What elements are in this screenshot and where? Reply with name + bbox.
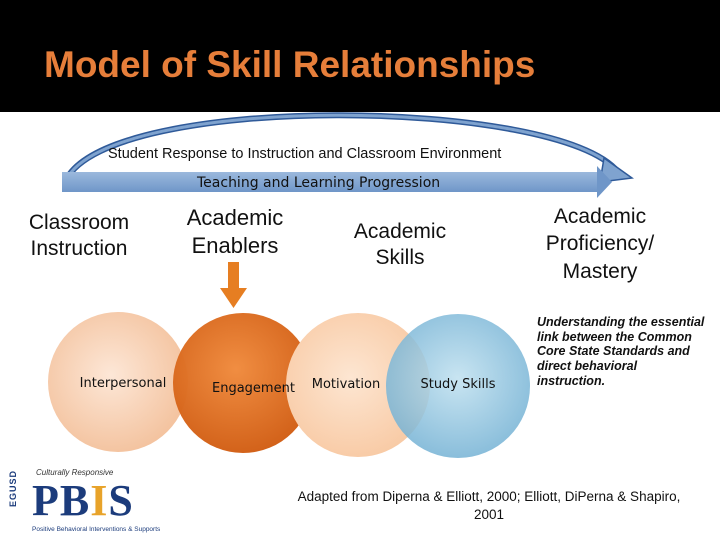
logo-main-a: PB: [32, 476, 91, 525]
motivation-circle: [286, 313, 430, 457]
study-skills-label: Study Skills: [420, 377, 496, 392]
column-classroom-instruction: Classroom Instruction: [28, 211, 130, 261]
top-arrow-label: Student Response to Instruction and Clas…: [108, 146, 502, 162]
column-academic-proficiency: Academic Proficiency/ Mastery: [545, 205, 655, 283]
page-title: Model of Skill Relationships: [44, 44, 536, 85]
logo-bottom-text: Positive Behavioral Interventions & Supp…: [32, 526, 161, 533]
interpersonal-label: Interpersonal: [79, 376, 167, 391]
logo-main-text: PBIS: [32, 475, 134, 526]
progression-bar: [62, 172, 597, 192]
interpersonal-circle: [48, 312, 188, 452]
down-arrow-shaft: [228, 262, 239, 289]
column-academic-skills: Academic Skills: [353, 220, 447, 270]
down-arrow-head: [220, 288, 247, 308]
arc-arrowhead: [599, 156, 634, 183]
engagement-label: Engagement: [212, 381, 295, 396]
pbis-logo: EGUSD Culturally Responsive PBIS Positiv…: [0, 462, 160, 540]
progression-label: Teaching and Learning Progression: [197, 175, 441, 191]
logo-main-i: I: [90, 476, 109, 525]
title-bar: [0, 0, 720, 112]
logo-main-b: S: [108, 476, 134, 525]
column-academic-enablers: Academic Enablers: [186, 205, 284, 258]
motivation-label: Motivation: [311, 377, 381, 392]
logo-top-text: Culturally Responsive: [36, 468, 114, 477]
study-skills-circle: [386, 314, 530, 458]
arc-arrow-inner: [64, 113, 620, 181]
engagement-circle: [173, 313, 313, 453]
logo-side-text: EGUSD: [8, 470, 18, 508]
progression-arrowhead: [597, 166, 612, 198]
description-text: Understanding the essential link between…: [537, 315, 705, 388]
citation-text: Adapted from Diperna & Elliott, 2000; El…: [297, 489, 681, 523]
